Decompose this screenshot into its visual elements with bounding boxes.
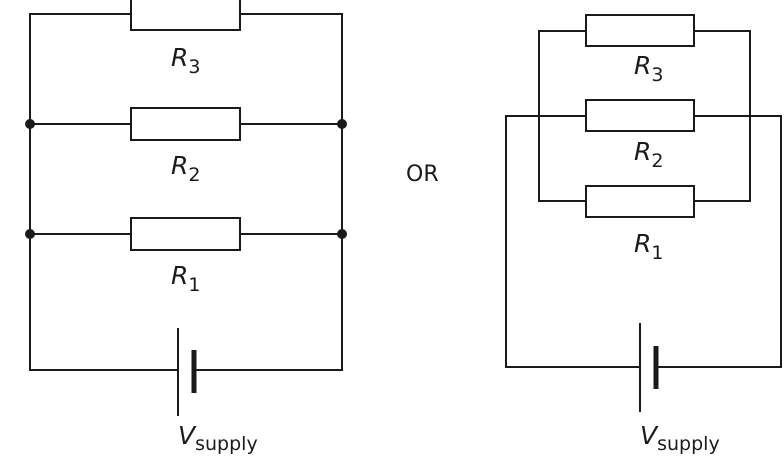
left-resistor-r3 <box>130 0 241 31</box>
right-label-r1: R1 <box>634 229 663 264</box>
left-circuit: R3 R2 R1 Vsupply <box>25 0 347 455</box>
right-label-r3: R3 <box>634 51 663 86</box>
left-label-r1: R1 <box>171 261 200 296</box>
left-label-r3: R3 <box>171 43 200 78</box>
right-resistor-r1 <box>585 185 695 218</box>
or-separator: OR <box>406 162 439 187</box>
left-resistor-r1 <box>130 217 241 251</box>
right-circuit: R3 R2 R1 Vsupply <box>505 14 782 455</box>
right-resistor-r2 <box>585 99 695 132</box>
left-junction-node <box>337 119 347 129</box>
right-resistor-r3 <box>585 14 695 47</box>
left-label-r2: R2 <box>171 151 200 186</box>
left-junction-node <box>337 229 347 239</box>
right-label-r2: R2 <box>634 137 663 172</box>
left-resistor-r2 <box>130 107 241 141</box>
left-junction-node <box>25 119 35 129</box>
right-label-vsupply: Vsupply <box>640 421 720 455</box>
left-junction-node <box>25 229 35 239</box>
left-label-vsupply: Vsupply <box>178 421 258 455</box>
